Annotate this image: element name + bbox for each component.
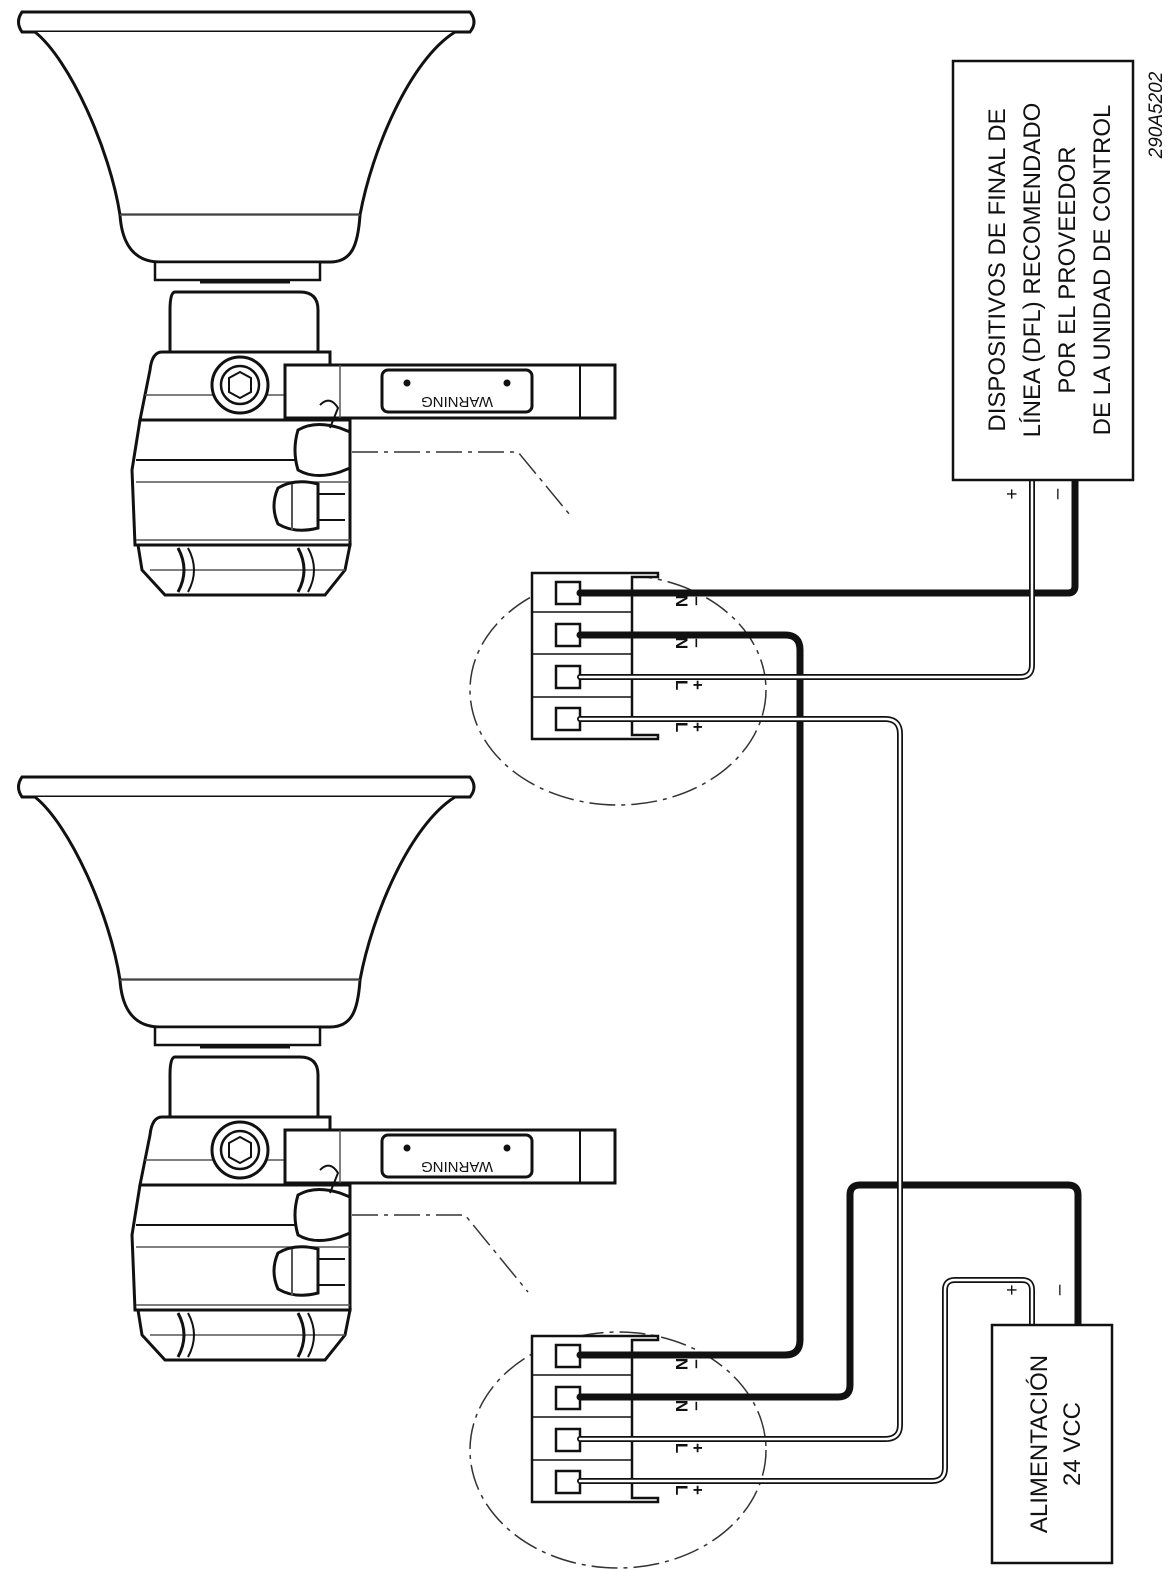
svg-text:N: N [672, 637, 691, 649]
terminal-block-top [530, 571, 660, 741]
power-supply-line-2: 24 VCC [1059, 1402, 1086, 1486]
svg-text:–: – [688, 1359, 707, 1368]
svg-text:–: – [688, 596, 707, 605]
svg-text:N: N [672, 1358, 691, 1370]
svg-text:+: + [688, 1485, 707, 1495]
positive-wires [577, 477, 1035, 1484]
svg-text:L: L [672, 1443, 691, 1453]
eol-device-box: DISPOSITIVOS DE FINAL DE LÍNEA (DFL) REC… [951, 59, 1135, 500]
power-plus-sign: + [1002, 1284, 1023, 1295]
svg-text:+: + [688, 1443, 707, 1453]
power-supply-line-1: ALIMENTACIÓN [1026, 1355, 1053, 1533]
power-minus-sign: – [1049, 1284, 1070, 1295]
eol-minus-sign: – [1047, 488, 1068, 499]
svg-text:–: – [688, 638, 707, 647]
terminal-marks-top: N – N – L + L + [672, 595, 707, 732]
svg-text:N: N [672, 595, 691, 607]
svg-text:+: + [688, 722, 707, 732]
detail-leader-bottom [352, 1214, 767, 1569]
horn-sounder-top [17, 10, 617, 597]
warning-label-top: WARNING [421, 393, 493, 410]
eol-device-line-3: POR EL PROVEEDOR [1054, 146, 1081, 393]
eol-device-line-4: DE LA UNIDAD DE CONTROL [1089, 105, 1116, 436]
svg-text:L: L [672, 680, 691, 690]
terminal-block-bottom [530, 1334, 660, 1504]
svg-text:L: L [672, 1485, 691, 1495]
svg-text:+: + [688, 680, 707, 690]
drawing-id: 290A5202 [1146, 71, 1167, 159]
svg-text:N: N [672, 1400, 691, 1412]
terminal-marks-bottom: N – N – L + L + [672, 1358, 707, 1495]
negative-wires [576, 476, 1082, 1401]
svg-text:–: – [688, 1401, 707, 1410]
eol-plus-sign: + [1002, 488, 1023, 499]
svg-text:L: L [672, 722, 691, 732]
warning-label-bottom: WARNING [421, 1158, 493, 1175]
eol-device-line-1: DISPOSITIVOS DE FINAL DE [984, 108, 1011, 431]
horn-sounder-bottom [17, 775, 617, 1362]
eol-device-line-2: LÍNEA (DFL) RECOMENDADO [1019, 103, 1046, 438]
power-supply-box: ALIMENTACIÓN 24 VCC + – [990, 1284, 1114, 1565]
